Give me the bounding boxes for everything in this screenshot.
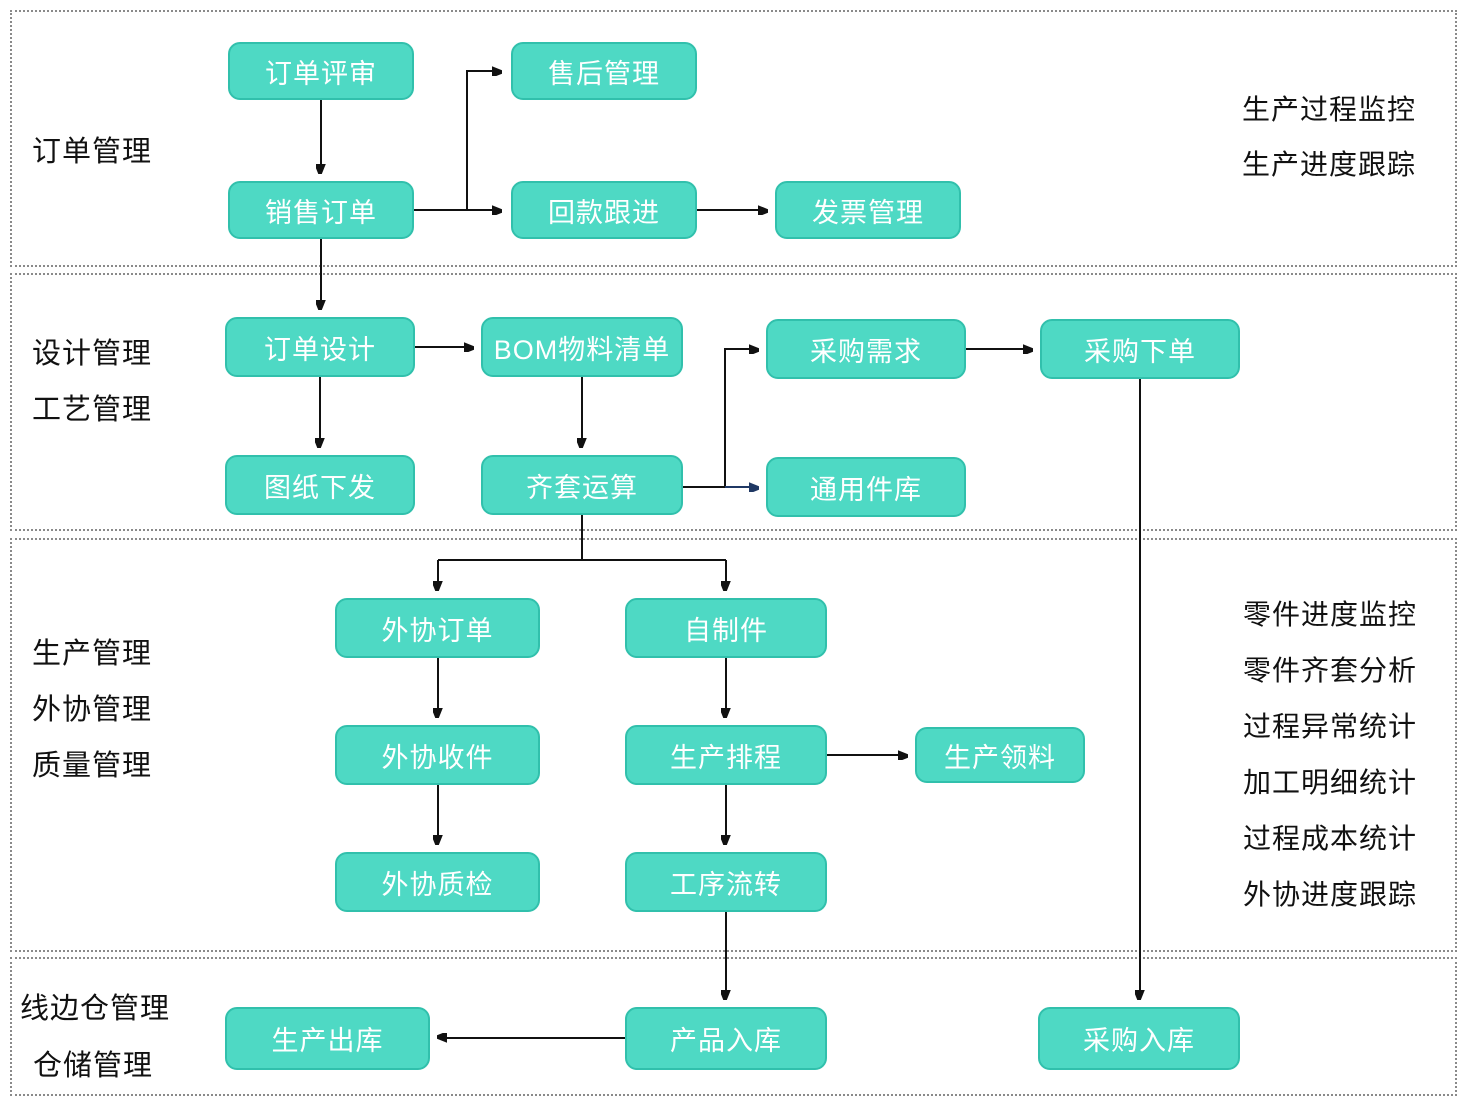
node-order-review: 订单评审	[228, 42, 414, 100]
label-production-management: 生产管理	[32, 638, 153, 670]
node-sales-order: 销售订单	[228, 181, 414, 239]
node-purchase-order: 采购下单	[1040, 319, 1240, 379]
node-process-transfer: 工序流转	[625, 852, 827, 912]
node-order-design: 订单设计	[225, 317, 415, 377]
note-machining-detail-stats: 加工明细统计	[1243, 767, 1418, 798]
note-part-kitting-analysis: 零件齐套分析	[1243, 655, 1418, 686]
label-design-management: 设计管理	[32, 338, 153, 370]
node-material-picking: 生产领料	[915, 727, 1085, 783]
node-outsource-quality-check: 外协质检	[335, 852, 540, 912]
node-outsource-receiving: 外协收件	[335, 725, 540, 785]
label-process-management: 工艺管理	[32, 394, 153, 426]
node-production-scheduling: 生产排程	[625, 725, 827, 785]
label-order-management: 订单管理	[32, 136, 153, 168]
node-after-sales: 售后管理	[511, 42, 697, 100]
node-drawing-release: 图纸下发	[225, 455, 415, 515]
node-purchase-inbound: 采购入库	[1038, 1007, 1240, 1070]
node-outsource-order: 外协订单	[335, 598, 540, 658]
label-warehouse: 仓储管理	[33, 1050, 154, 1082]
note-production-process-monitor: 生产过程监控	[1242, 94, 1417, 125]
node-common-parts-library: 通用件库	[766, 457, 966, 517]
section-warehouse-management	[10, 957, 1457, 1096]
note-part-progress-monitor: 零件进度监控	[1243, 599, 1418, 630]
note-outsourcing-progress-track: 外协进度跟踪	[1243, 879, 1418, 910]
node-payment-follow-up: 回款跟进	[511, 181, 697, 239]
section-production-management	[10, 538, 1457, 952]
label-outsourcing-management: 外协管理	[32, 694, 153, 726]
label-quality-management: 质量管理	[32, 750, 153, 782]
note-process-exception-stats: 过程异常统计	[1243, 711, 1418, 742]
label-line-side-warehouse: 线边仓管理	[20, 993, 171, 1025]
node-invoice-management: 发票管理	[775, 181, 961, 239]
node-purchase-demand: 采购需求	[766, 319, 966, 379]
section-order-management	[10, 10, 1457, 267]
node-self-made-parts: 自制件	[625, 598, 827, 658]
note-process-cost-stats: 过程成本统计	[1243, 823, 1418, 854]
node-kitting-calculation: 齐套运算	[481, 455, 683, 515]
node-bom-material-list: BOM物料清单	[481, 317, 683, 377]
section-design-management	[10, 273, 1457, 531]
node-production-outbound: 生产出库	[225, 1007, 430, 1070]
note-production-progress-track: 生产进度跟踪	[1242, 149, 1417, 180]
node-product-inbound: 产品入库	[625, 1007, 827, 1070]
